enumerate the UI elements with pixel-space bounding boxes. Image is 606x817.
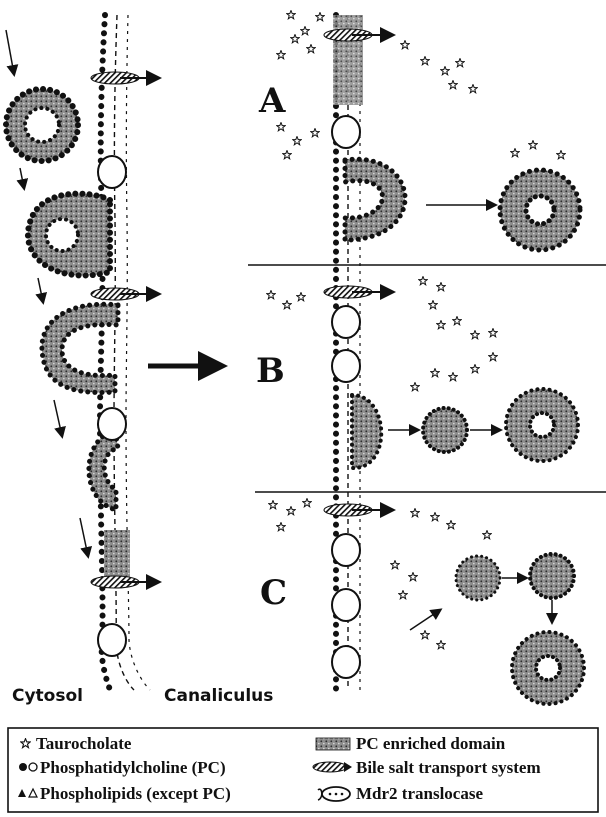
label-canaliculus: Canaliculus [164,686,273,706]
panel-label-c: C [260,573,287,613]
legend-pc: Phosphatidylcholine (PC) [40,758,226,777]
legend-box: Taurocholate Phosphatidylcholine (PC) Ph… [8,728,598,812]
vesicle-fusing [28,194,110,276]
taurocholate-clusters [267,11,566,649]
legend-mdr2: Mdr2 translocase [356,784,483,803]
legend-taurocholate: Taurocholate [36,734,132,753]
legend-pc-domain: PC enriched domain [356,734,506,753]
label-cytosol: Cytosol [12,686,83,706]
pc-domain-icon [316,738,350,750]
fused-pc-domain [42,304,130,580]
pc-open-icon [29,763,37,771]
vesicle-top [6,89,78,161]
panel-c-micelles [410,554,584,704]
legend-bile-salt: Bile salt transport system [356,758,541,777]
panel-a-vesicle [500,170,580,250]
panel-label-b: B [256,351,285,391]
legend-phospholipids: Phospholipids (except PC) [40,784,231,803]
pc-filled-icon [19,763,27,771]
panel-b-bud [352,389,578,468]
left-membrane-column [100,15,150,695]
panel-label-a: A [258,81,286,121]
panel-a-bulge [345,159,495,240]
bile-salt-transporter-icon [313,762,352,772]
